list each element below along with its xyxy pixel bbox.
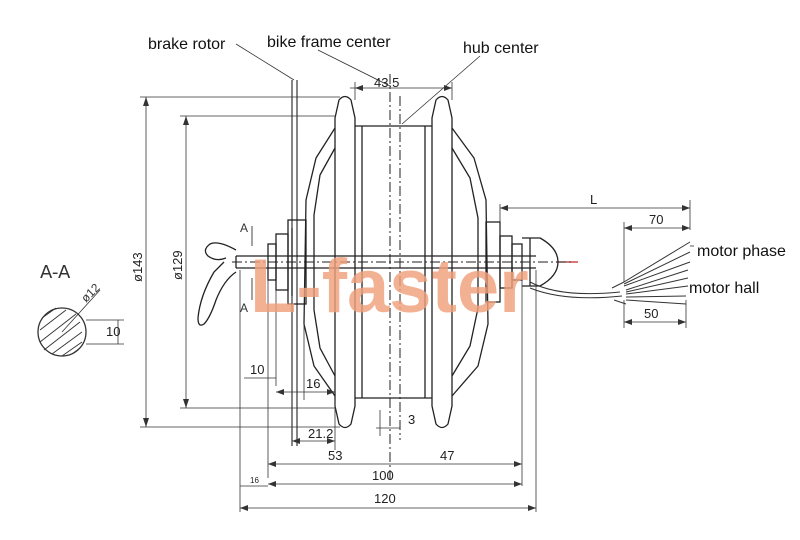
dimension-arrows bbox=[143, 85, 690, 511]
dimension-lines bbox=[140, 82, 691, 512]
brake-rotor-label: brake rotor bbox=[148, 36, 226, 53]
dim-120: 120 bbox=[374, 491, 396, 506]
section-mark-top: A bbox=[240, 221, 248, 235]
section-a-a bbox=[37, 289, 124, 357]
dim-43-5: 43.5 bbox=[374, 75, 399, 90]
dim-dia-129: ø129 bbox=[170, 250, 185, 280]
section-flat: 10 bbox=[106, 324, 120, 339]
dim-cable-70: 70 bbox=[649, 212, 663, 227]
brake-rotor-line bbox=[291, 80, 298, 446]
dim-47: 47 bbox=[440, 448, 454, 463]
dim-10: 10 bbox=[250, 362, 264, 377]
motor-hall-label: motor hall bbox=[689, 280, 759, 297]
left-flange bbox=[334, 95, 356, 429]
leader-lines bbox=[235, 43, 694, 247]
dim-3: 3 bbox=[408, 412, 415, 427]
dim-cable-L: L bbox=[590, 192, 597, 207]
dim-cable-50: 50 bbox=[644, 306, 658, 321]
dim-16: 16 bbox=[306, 376, 320, 391]
dim-16-small: 16 bbox=[250, 476, 259, 485]
dim-53: 53 bbox=[328, 448, 342, 463]
dim-21-2: 21.2 bbox=[308, 426, 333, 441]
watermark-text: L-faster bbox=[250, 244, 529, 329]
dim-dia-143: ø143 bbox=[130, 252, 145, 282]
right-flange bbox=[431, 95, 453, 429]
bike-frame-center-label: bike frame center bbox=[267, 34, 391, 51]
motor-cable bbox=[529, 241, 691, 305]
dim-100: 100 bbox=[372, 468, 394, 483]
section-title: A-A bbox=[40, 262, 71, 283]
motor-phase-label: motor phase bbox=[697, 243, 786, 260]
section-mark-bottom: A bbox=[240, 301, 248, 315]
section-diameter: ø12 bbox=[78, 280, 103, 305]
center-lines bbox=[232, 74, 572, 480]
hub-center-label: hub center bbox=[463, 40, 539, 57]
quick-release-lever bbox=[197, 242, 237, 326]
